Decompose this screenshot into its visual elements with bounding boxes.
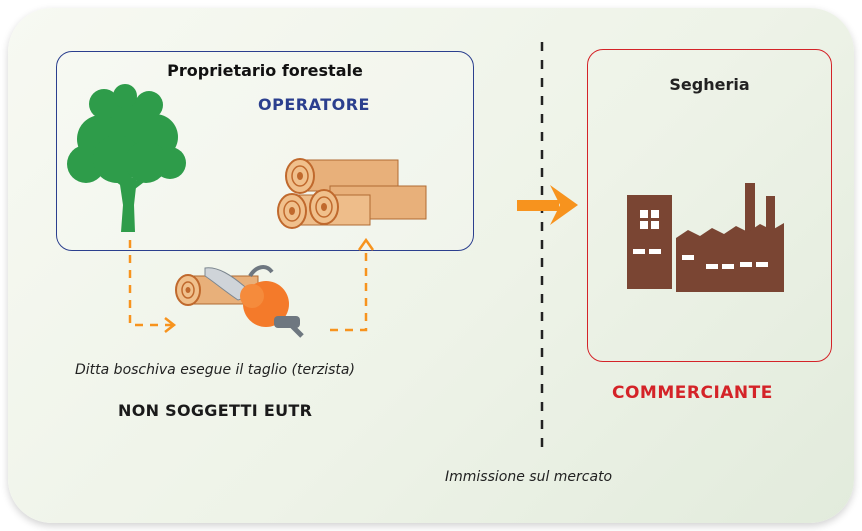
contractor-caption: Ditta boschiva esegue il taglio (terzist… xyxy=(75,362,355,378)
tree-icon xyxy=(67,84,186,232)
log-pile-icon xyxy=(277,158,427,229)
chainsaw-icon xyxy=(204,265,304,338)
arrowhead-right xyxy=(164,317,177,333)
not-subject-label: NON SOGGETTI EUTR xyxy=(118,401,313,420)
arrow-right-icon xyxy=(517,185,578,225)
operator-label: OPERATORE xyxy=(258,95,370,114)
arrowhead-up xyxy=(357,237,375,251)
sawmill-box xyxy=(587,49,832,362)
trader-label: COMMERCIANTE xyxy=(612,383,773,403)
sawmill-title: Segheria xyxy=(669,75,750,94)
cutting-flow-arrows xyxy=(128,240,368,332)
market-placement-caption: Immissione sul mercato xyxy=(445,469,613,485)
forest-owner-title: Proprietario forestale xyxy=(167,61,363,80)
factory-icon xyxy=(627,183,784,292)
